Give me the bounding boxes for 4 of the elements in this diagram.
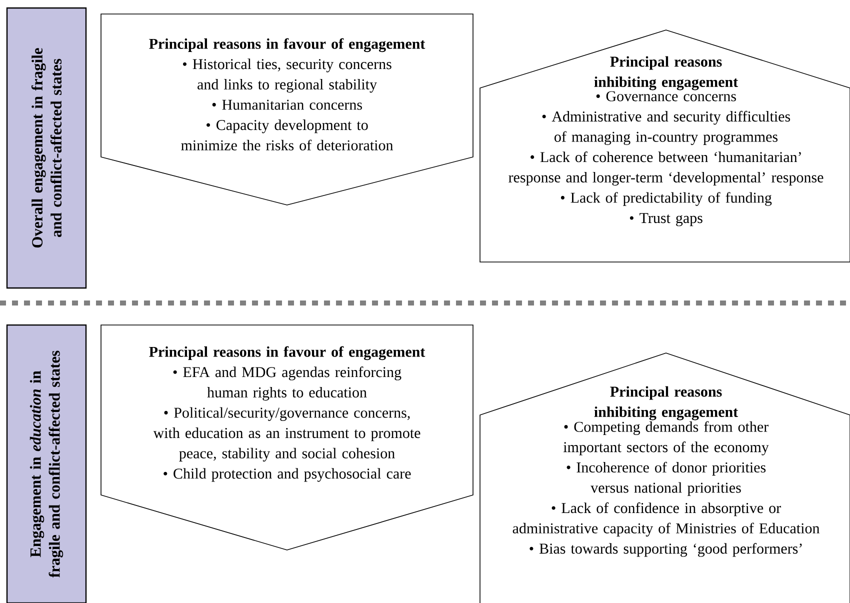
downward-pentagon: Principal reasons in favour of engagement • Historical ties, security concerns and links to regional stability • Humanitarian concerns • Capacity development to minimize the risks of deterioration xyxy=(100,14,474,206)
upward-pentagon: Principal reasons inhibiting engagement • Governance concerns • Administrative and security difficulties of managing in-country programmes • Lack of coherence between ‘humanitarian’ response and longer-term ‘developmental’ response • Lack of predictability of funding • Trust gaps xyxy=(480,30,850,262)
downward-pentagon: Principal reasons in favour of engagement • EFA and MDG agendas reinforcing human rights to education • Political/security/governance concerns, with education as an instrument to promote peace, stability and social cohesion • Child protection and psychosocial care xyxy=(100,324,474,550)
side-label-band: Overall engagement in fragile and conflict-affected states xyxy=(6,7,87,289)
